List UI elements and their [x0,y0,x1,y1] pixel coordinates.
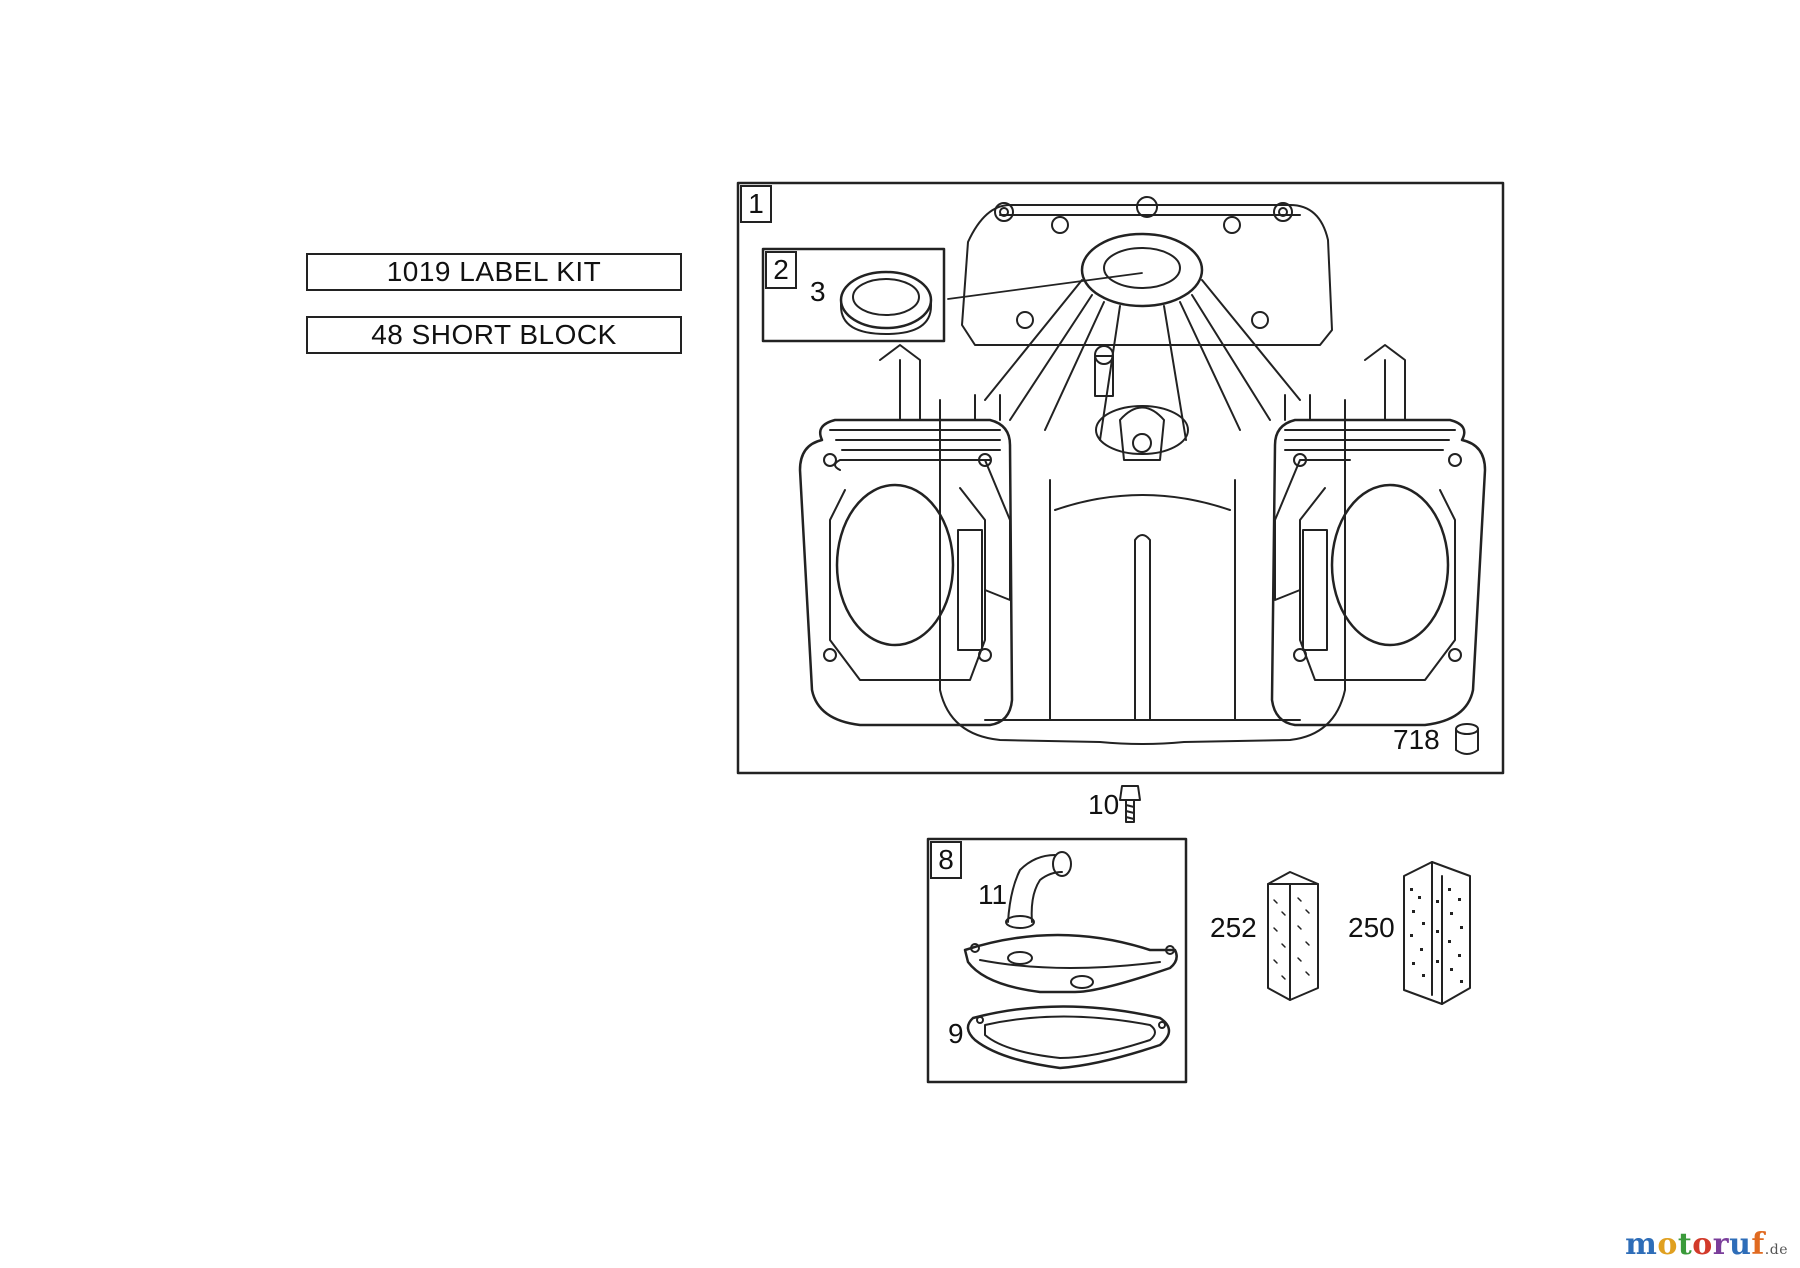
callout-11: 11 [978,879,1008,910]
callout-718: 718 [1393,724,1440,755]
box-number-2: 2 [765,251,797,289]
callout-252: 252 [1210,912,1257,943]
engine-block [798,196,1487,745]
lower-assembly-frame [926,837,1188,1084]
label-kit-box: 1019 LABEL KIT [306,253,682,291]
callout-3: 3 [810,276,826,307]
breather-tube [1005,851,1072,929]
breather-gasket [966,1005,1171,1070]
box-number-8: 8 [930,841,962,879]
part-250-strip [1403,861,1471,1005]
box-number-1: 1 [740,185,772,223]
seal-ring [839,270,933,335]
watermark-logo: motoruf.de [1625,1227,1788,1262]
short-block-box: 48 SHORT BLOCK [306,316,682,354]
screw [1119,785,1141,823]
sub-assembly-frame [761,247,946,343]
callout-9: 9 [948,1018,964,1049]
seal-leader-line [947,272,1143,300]
part-252-strip [1267,871,1319,1001]
short-block-text: 48 SHORT BLOCK [371,319,617,350]
main-assembly-frame [736,181,1505,775]
callout-10: 10 [1088,789,1120,820]
breather-cover [963,933,1178,994]
label-kit-text: 1019 LABEL KIT [386,256,602,287]
callout-250: 250 [1348,912,1395,943]
dowel-pin [1455,723,1479,755]
